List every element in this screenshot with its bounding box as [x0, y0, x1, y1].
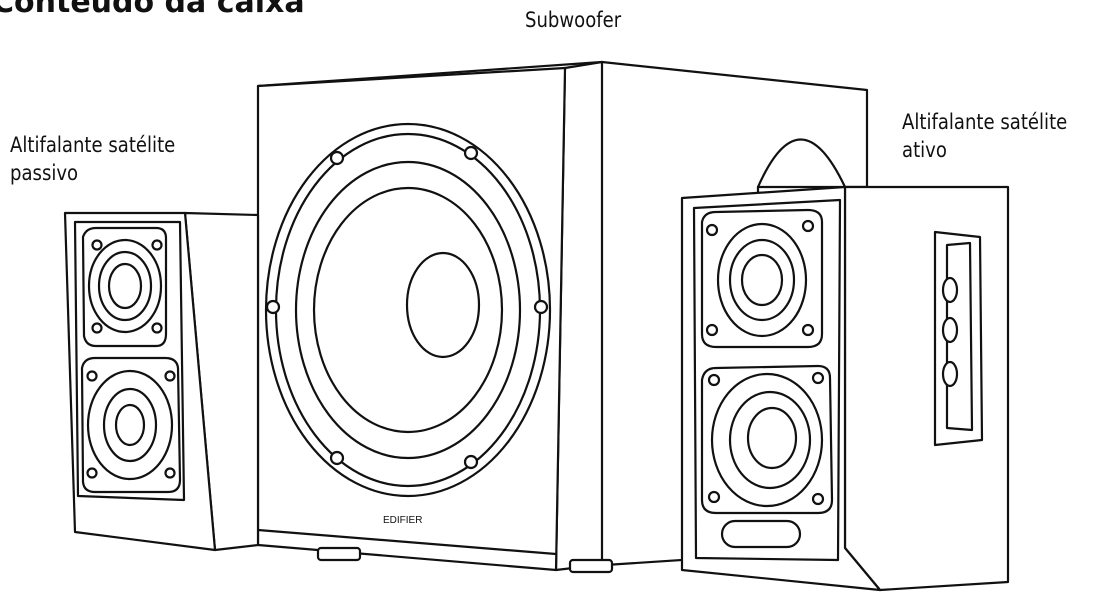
subwoofer-screw-icon — [265, 299, 281, 315]
subwoofer-dust-cap — [405, 251, 481, 359]
passive-woofer-cone — [102, 387, 158, 463]
active-bass-port — [720, 519, 802, 549]
active-screw-icon — [707, 490, 721, 504]
subwoofer-foot-left — [316, 546, 362, 562]
passive-woofer-frame — [80, 356, 182, 494]
bass-knob-icon — [941, 316, 959, 344]
subwoofer-rear-dome — [756, 138, 847, 189]
passive-woofer-surround — [86, 369, 174, 481]
subwoofer-foot-right — [568, 558, 614, 574]
subwoofer-screw-icon — [329, 150, 345, 166]
passive-screw-icon — [164, 370, 176, 382]
active-tweeter-ring — [716, 222, 808, 338]
subwoofer-screw-icon — [329, 450, 345, 466]
subwoofer-surround — [294, 160, 522, 460]
volume-knob-icon — [941, 276, 959, 304]
active-tweeter-frame — [700, 208, 824, 349]
active-speaker-side — [843, 185, 1010, 592]
subwoofer-outer-ring — [264, 122, 552, 498]
active-screw-icon — [811, 371, 825, 385]
passive-screw-icon — [91, 239, 103, 251]
passive-label-line2: passivo — [10, 161, 79, 185]
subwoofer-screw-icon — [463, 145, 479, 161]
passive-screw-icon — [86, 467, 98, 479]
active-woofer-cone — [728, 390, 812, 490]
passive-screw-icon — [86, 370, 98, 382]
subwoofer-face-bottom-line — [256, 528, 558, 556]
active-speaker-label: Altifalante satélite ativo — [902, 108, 1067, 164]
active-woofer-cap — [746, 406, 798, 470]
active-screw-icon — [801, 219, 815, 233]
active-satellite-speaker — [680, 185, 1010, 592]
passive-tweeter-surround — [97, 250, 153, 322]
subwoofer-screw-icon — [463, 454, 479, 470]
passive-screw-icon — [151, 322, 163, 334]
active-tweeter-surround — [728, 238, 796, 322]
active-label-line2: ativo — [902, 138, 947, 162]
active-screw-icon — [801, 323, 815, 337]
active-woofer-frame — [700, 364, 834, 515]
active-screw-icon — [705, 323, 719, 337]
passive-speaker-front-inner — [73, 220, 186, 502]
passive-tweeter-frame — [81, 226, 168, 348]
active-screw-icon — [811, 492, 825, 506]
passive-satellite-speaker — [63, 211, 260, 552]
brand-logo-text: EDIFIER — [383, 515, 422, 526]
passive-screw-icon — [151, 239, 163, 251]
subwoofer-label-text: Subwoofer — [525, 8, 622, 32]
passive-screw-icon — [91, 322, 103, 334]
subwoofer-cone — [312, 186, 504, 434]
active-label-line1: Altifalante satélite — [902, 110, 1068, 134]
active-screw-icon — [705, 223, 719, 237]
passive-screw-icon — [164, 467, 176, 479]
passive-tweeter-ring — [87, 238, 163, 334]
active-speaker-front-inner — [692, 198, 842, 562]
active-woofer-surround — [710, 372, 824, 508]
active-tweeter-dome — [740, 253, 784, 307]
active-screw-icon — [707, 373, 721, 387]
passive-label-line1: Altifalante satélite — [10, 133, 176, 157]
section-heading: Conteúdo da caixa — [0, 0, 305, 20]
subwoofer-screw-icon — [533, 299, 549, 315]
treble-knob-icon — [941, 360, 959, 388]
passive-tweeter-dome — [107, 262, 143, 310]
passive-speaker-label: Altifalante satélite passivo — [10, 131, 175, 187]
active-control-panel — [933, 230, 984, 447]
subwoofer-label: Subwoofer — [525, 6, 621, 34]
passive-woofer-cap — [114, 403, 146, 447]
